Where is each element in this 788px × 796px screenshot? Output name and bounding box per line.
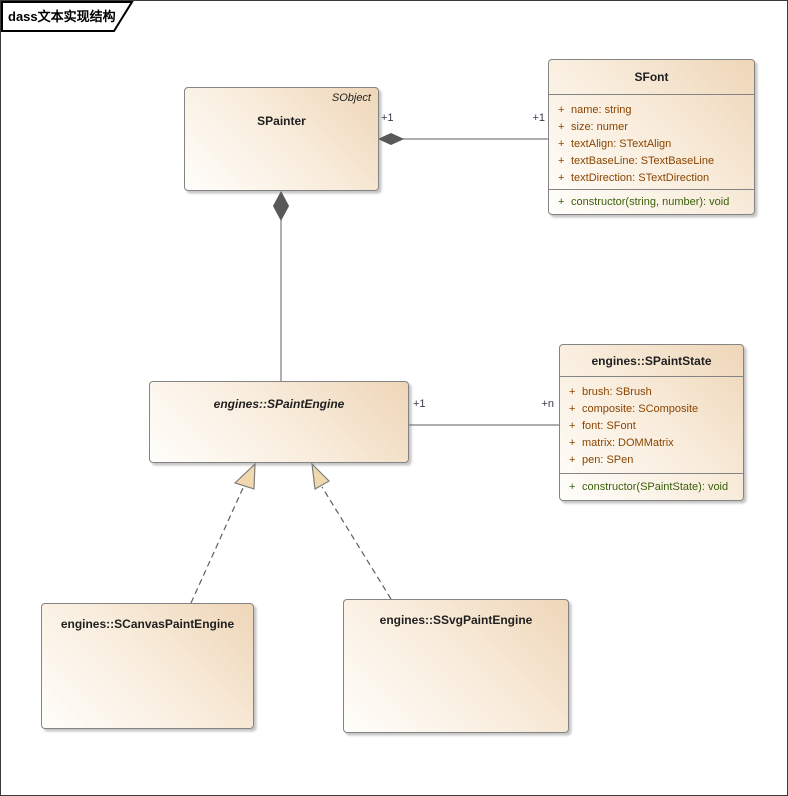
realization-triangle-icon <box>311 462 330 490</box>
diagram-title: dass文本实现结构 <box>8 9 116 24</box>
class-name: SFont <box>634 70 669 84</box>
multiplicity-label-spainter-end: +1 <box>381 112 394 124</box>
attribute-row: + textAlign: STextAlign <box>558 138 672 150</box>
multiplicity-label-spaintengine-end: +1 <box>413 398 426 410</box>
connector-ssvg-realization[interactable] <box>311 462 392 600</box>
connector-spainter-spaintengine[interactable] <box>272 190 290 381</box>
realization-triangle-icon <box>233 462 256 490</box>
class-spainter[interactable]: SObject SPainter <box>184 87 379 191</box>
class-name: engines::SPaintEngine <box>213 397 345 411</box>
attribute-row: + composite: SComposite <box>569 403 699 415</box>
class-name: engines::SSvgPaintEngine <box>379 613 533 627</box>
multiplicity-label-spaintstate-end: +n <box>541 398 554 410</box>
class-scanvaspaintengine[interactable]: engines::SCanvasPaintEngine <box>41 603 254 729</box>
parent-type-label: SObject <box>331 92 371 104</box>
class-name: engines::SCanvasPaintEngine <box>60 617 235 631</box>
operations-compartment: + constructor(string, number): void <box>549 189 754 214</box>
class-name: SPainter <box>257 114 306 128</box>
attribute-row: + name: string <box>558 104 632 116</box>
attribute-row: + font: SFont <box>569 420 636 432</box>
attribute-row: + pen: SPen <box>569 454 634 466</box>
attribute-row: + brush: SBrush <box>569 386 652 398</box>
class-sfont[interactable]: SFont + name: string + size: numer + tex… <box>548 59 755 215</box>
class-name: engines::SPaintState <box>591 353 712 368</box>
attributes-compartment: + name: string + size: numer + textAlign… <box>549 94 754 189</box>
class-spaintengine[interactable]: engines::SPaintEngine <box>149 381 409 463</box>
class-spaintstate[interactable]: engines::SPaintState + brush: SBrush + c… <box>559 344 744 501</box>
frame-tab-shape <box>1 1 134 32</box>
class-ssvgpaintengine[interactable]: engines::SSvgPaintEngine <box>343 599 569 733</box>
composition-diamond-icon <box>272 190 290 222</box>
multiplicity-label-sfont-end: +1 <box>532 112 545 124</box>
operation-row: + constructor(SPaintState): void <box>569 480 729 493</box>
composition-diamond-icon <box>377 132 405 146</box>
attributes-compartment: + brush: SBrush + composite: SComposite … <box>560 376 743 473</box>
attribute-row: + textDirection: STextDirection <box>558 172 710 184</box>
frame-tab: dass文本实现结构 <box>1 1 141 35</box>
attribute-row: + size: numer <box>558 121 628 133</box>
connector-scanvas-realization[interactable] <box>190 462 256 604</box>
operation-row: + constructor(string, number): void <box>558 195 730 208</box>
operations-compartment: + constructor(SPaintState): void <box>560 473 743 500</box>
attribute-row: + textBaseLine: STextBaseLine <box>558 155 715 167</box>
connector-spainter-sfont[interactable] <box>377 132 548 146</box>
attribute-row: + matrix: DOMMatrix <box>569 437 674 449</box>
